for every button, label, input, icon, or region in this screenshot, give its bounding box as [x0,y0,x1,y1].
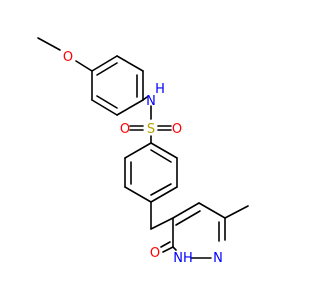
bond-ch2-pyridazine [150,217,174,230]
ring1-bond-4 [116,99,144,116]
keto-oxygen-label: O [150,246,160,261]
molecule-structure-diagram: O N H S O O NH N O [37,37,249,266]
amide-nitrogen-label: N [146,94,156,109]
ring2-double-2 [150,183,172,196]
ring1-bond-2 [116,55,144,72]
ring2-bond-3 [150,186,178,203]
sulfonamide-linkage [129,96,172,144]
bond-ring-n [142,96,148,101]
ring1-double-1 [96,62,118,76]
ring1-double-3 [96,95,118,109]
ring2-bond-1 [150,142,178,159]
ring3-bond-1 [172,202,200,219]
methoxyphenyl-ring [91,55,144,116]
bond-keto-b [160,241,171,248]
ring-nitrogen-label: N [213,251,223,266]
bond-keto-a [162,246,174,253]
bond-methyl-o [37,37,61,51]
sulfonyl-oxygen-right-label: O [172,122,182,137]
methylene-bridge [150,201,174,230]
sulfonyl-oxygen-left-label: O [120,122,130,137]
ring2-double-1 [150,149,172,163]
methoxy-oxygen-label: O [63,50,73,65]
central-benzene-ring [124,142,178,203]
amide-hydrogen-label: H [155,82,165,97]
ring3-double-1 [175,210,201,226]
methoxy-group [37,37,93,72]
pyridazinone-ring [160,202,249,259]
ring2-bond-6 [124,142,152,159]
ring3-bond-2 [198,202,226,219]
ring2-bond-4 [124,186,152,203]
sulfur-label: S [147,122,155,137]
ring-nh-label: NH [173,251,193,266]
ring1-bond-1 [91,55,118,72]
ring1-bond-5 [91,99,118,116]
bond-methyl [224,205,249,219]
bond-o-ring [75,60,93,72]
